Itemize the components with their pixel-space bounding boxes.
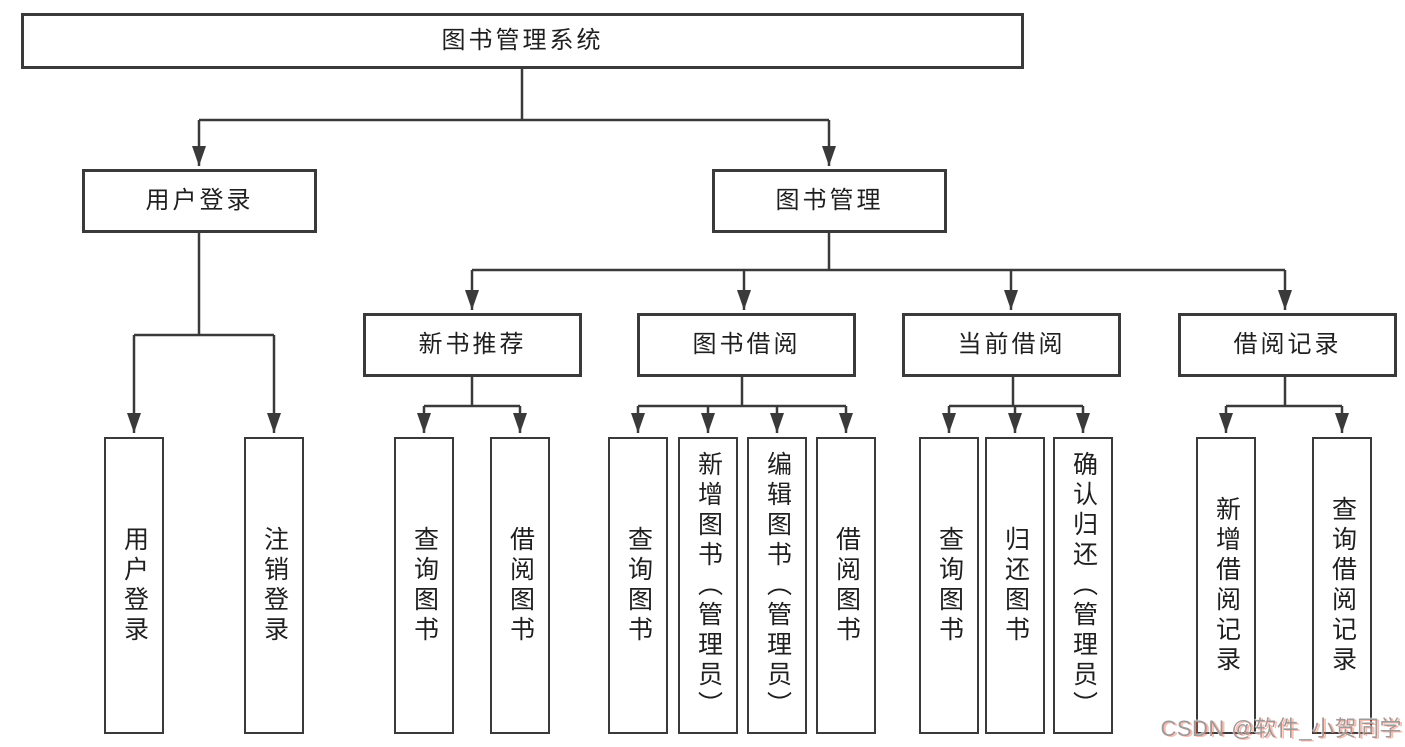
leaf-records-add-record: 新增借阅记录 [1196,437,1256,734]
leaf-borrow-borrow-books: 借阅图书 [816,437,876,734]
leaf-current-return-books: 归还图书 [985,437,1045,734]
leaf-user-login: 用户登录 [104,437,164,734]
leaf-current-confirm-return-admin: 确认归还（管理员） [1053,437,1113,734]
leaf-current-query-books: 查询图书 [919,437,979,734]
node-book-management: 图书管理 [712,169,947,233]
node-new-book-recommend: 新书推荐 [363,313,582,377]
leaf-borrow-query-books: 查询图书 [608,437,668,734]
node-user-login: 用户登录 [82,169,317,233]
node-root-title: 图书管理系统 [21,13,1024,69]
node-book-borrow: 图书借阅 [637,313,856,377]
leaf-newbook-borrow-books: 借阅图书 [490,437,550,734]
leaf-records-query-record: 查询借阅记录 [1312,437,1372,734]
node-current-borrow: 当前借阅 [902,313,1121,377]
leaf-borrow-add-books-admin: 新增图书（管理员） [678,437,738,734]
leaf-logout: 注销登录 [244,437,304,734]
node-borrow-records: 借阅记录 [1178,313,1397,377]
leaf-borrow-edit-books-admin: 编辑图书（管理员） [747,437,807,734]
leaf-newbook-query-books: 查询图书 [394,437,454,734]
